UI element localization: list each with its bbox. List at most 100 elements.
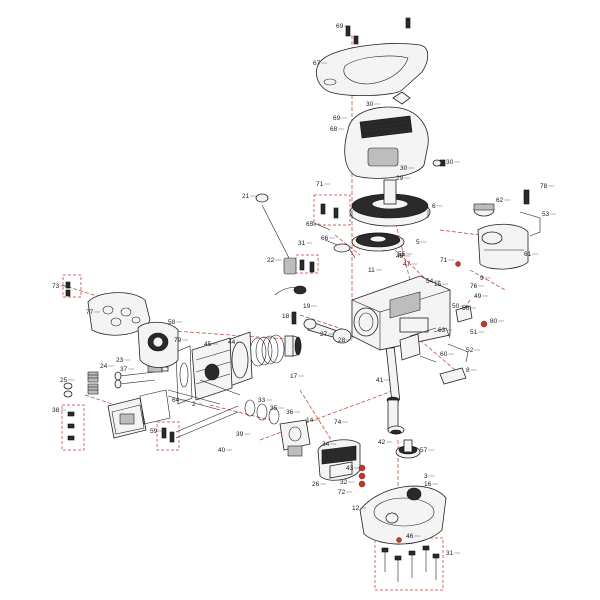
callout-39: 39 — [236, 431, 244, 438]
cylinder-head — [191, 337, 233, 401]
valve-cover — [107, 397, 147, 439]
callout-57: 57 — [420, 447, 428, 454]
callout-31: 31 — [446, 550, 454, 557]
callout-67: 67 — [313, 60, 321, 67]
callout-51: 51 — [470, 329, 478, 336]
callout-53: 53 — [542, 211, 550, 218]
callout-69: 69 — [336, 23, 344, 30]
air-filter — [317, 439, 361, 481]
callout-2: 2 — [192, 401, 196, 408]
callout-14: 14 — [306, 417, 314, 424]
callout-30: 30 — [366, 101, 374, 108]
callout-12: 12 — [352, 505, 360, 512]
callout-35: 35 — [270, 405, 278, 412]
ignition-lead — [255, 193, 297, 275]
cam-gear — [395, 439, 421, 459]
callout-47: 47 — [403, 261, 411, 268]
crankshaft — [385, 327, 437, 431]
muffler — [137, 321, 179, 368]
fuel-cap — [473, 203, 495, 217]
callout-labels: 69 67 30 69 68 30 30 29 71 6 78 62 53 21… — [52, 23, 550, 557]
callout-62: 62 — [496, 197, 504, 204]
callout-27: 27 — [320, 331, 328, 338]
callout-16: 16 — [424, 481, 432, 488]
callout-31: 31 — [298, 240, 306, 247]
callout-leader-lines — [60, 25, 557, 554]
callout-29: 29 — [396, 175, 404, 182]
callout-48: 48 — [396, 253, 404, 260]
valves — [114, 371, 156, 389]
pushrods — [175, 405, 239, 439]
callout-17: 17 — [290, 373, 298, 380]
fuel-tank-bracket — [519, 189, 541, 237]
callout-77: 77 — [86, 309, 94, 316]
piston-rings — [249, 334, 285, 367]
callout-8: 8 — [466, 367, 470, 374]
callout-45: 45 — [204, 341, 212, 348]
valve-springs — [87, 371, 99, 395]
callout-5: 5 — [416, 239, 420, 246]
head-bolts — [167, 379, 241, 411]
callout-54: 54 — [426, 278, 434, 285]
callout-66: 66 — [321, 235, 329, 242]
callout-11: 11 — [368, 267, 375, 274]
callout-42: 42 — [378, 439, 386, 446]
engine-cover — [316, 43, 429, 97]
engine-sump — [359, 485, 447, 545]
starter-pulley — [351, 232, 405, 252]
callout-69: 69 — [333, 115, 341, 122]
callout-18: 18 — [282, 313, 290, 320]
callout-23: 23 — [116, 357, 124, 364]
callout-61: 61 — [524, 251, 532, 258]
callout-44: 44 — [228, 339, 236, 346]
callout-46: 46 — [406, 533, 414, 540]
callout-37: 37 — [120, 366, 128, 373]
callout-19: 19 — [303, 303, 311, 310]
callout-41: 41 — [376, 377, 384, 384]
callout-55: 55 — [398, 251, 406, 258]
red-fasteners — [358, 261, 488, 543]
callout-78: 78 — [540, 183, 548, 190]
callout-60: 60 — [440, 351, 448, 358]
callout-73: 73 — [52, 283, 60, 290]
callout-43: 43 — [346, 465, 354, 472]
callout-65: 65 — [306, 221, 314, 228]
callout-22: 22 — [267, 257, 275, 264]
callout-28: 28 — [338, 337, 346, 344]
callout-58: 58 — [168, 319, 176, 326]
callout-49: 49 — [474, 293, 482, 300]
callout-32: 32 — [340, 479, 348, 486]
piston — [284, 335, 302, 357]
callout-79: 79 — [174, 337, 182, 344]
callout-50: 50 — [452, 303, 460, 310]
cylinder-liner — [227, 331, 253, 387]
callout-25: 25 — [60, 377, 68, 384]
fuel-tank — [477, 223, 529, 270]
callout-52: 52 — [466, 347, 474, 354]
callout-30: 30 — [400, 165, 408, 172]
crank-bearing — [387, 425, 405, 435]
valve-cover-gasket — [139, 389, 171, 425]
callout-6: 6 — [432, 203, 436, 210]
connecting-rod — [303, 318, 352, 344]
callout-71: 71 — [316, 181, 324, 188]
intake-spacer — [244, 399, 280, 425]
recoil-starter — [344, 91, 429, 179]
carburetor — [279, 419, 311, 457]
muffler-shield — [87, 292, 151, 336]
callout-3: 3 — [424, 473, 428, 480]
callout-30: 30 — [446, 159, 454, 166]
callout-68: 68 — [330, 126, 338, 133]
callout-72: 72 — [338, 489, 346, 496]
callout-76: 76 — [470, 283, 478, 290]
callout-26: 26 — [312, 481, 320, 488]
callout-71: 71 — [440, 257, 448, 264]
callout-64: 64 — [172, 397, 180, 404]
callout-59: 59 — [150, 428, 158, 435]
callout-9: 9 — [480, 275, 484, 282]
callout-34: 34 — [322, 441, 330, 448]
callout-33: 33 — [258, 397, 266, 404]
callout-36: 36 — [286, 409, 294, 416]
callout-38: 38 — [52, 407, 60, 414]
